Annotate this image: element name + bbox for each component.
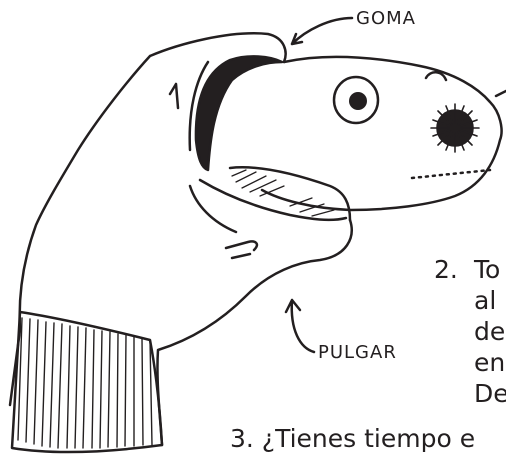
pompom-nose-icon	[431, 104, 479, 152]
eye-icon	[334, 77, 378, 123]
step-2-text: To al de en De	[474, 254, 506, 409]
step-2-line: en	[474, 347, 506, 378]
step-2-line: To	[474, 254, 506, 285]
goma-arrow-icon	[292, 18, 352, 44]
step-2-number: 2.	[434, 254, 458, 285]
tongue-hatch	[232, 170, 334, 216]
thumb-crease	[226, 241, 257, 250]
label-goma: GOMA	[356, 8, 416, 29]
nose-arrow-icon	[496, 90, 506, 96]
pulgar-arrow-icon	[286, 300, 314, 352]
mouth-inner	[200, 180, 346, 220]
throat-fold	[190, 186, 236, 232]
step-2-line: al	[474, 285, 506, 316]
step-2-line: de	[474, 316, 506, 347]
thumb-crease-2	[232, 254, 250, 258]
sock-outline	[10, 33, 352, 445]
step-3-text: 3. ¿Tienes tiempo e	[230, 423, 475, 454]
step-2-line: De	[474, 378, 506, 409]
mouth-shadow	[196, 56, 282, 170]
fold-mark	[170, 84, 178, 108]
stitch-line	[412, 170, 490, 178]
label-pulgar: PULGAR	[318, 342, 397, 363]
cuff-ribbing	[18, 318, 152, 448]
mouth-lower	[230, 167, 350, 220]
